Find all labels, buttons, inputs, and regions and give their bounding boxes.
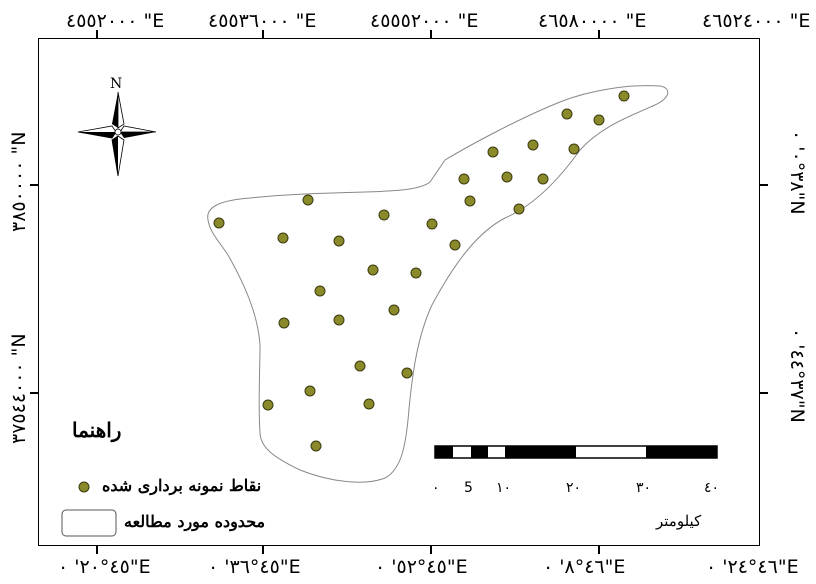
tick [30,184,38,186]
top-coord-3: ٤٥٥٥٢٠٠٠ "E [370,10,479,32]
bottom-coord-3: ٤٥°٥٢' ٠"E [375,556,468,578]
sample-point [354,360,366,372]
top-coord-4: ٤٦٥٨٠٠٠٠ "E [538,10,647,32]
tick [430,546,432,554]
sample-point [561,108,573,120]
sample-point [302,194,314,206]
legend-points-label: نقاط نمونه برداری شده [102,476,262,495]
sample-point [363,398,375,410]
bottom-coord-1: ٤٥°٢٠' ٠"E [58,556,151,578]
scale-label-30: ٣٠ [636,480,652,496]
tick [598,546,600,554]
scale-label-5: 5 [464,480,473,496]
sample-point [401,367,413,379]
sample-points-layer [213,90,630,452]
sample-point [449,239,461,251]
tick [760,184,768,186]
tick [96,30,98,38]
legend-title: راهنما [72,418,122,442]
sample-point [568,143,580,155]
tick [30,392,38,394]
scale-label-10: ١٠ [496,480,512,496]
sample-point [593,114,605,126]
top-coord-2: ٤٥٥٣٦٠٠٠ "E [208,10,317,32]
sample-point [333,314,345,326]
scale-unit: كيلومتر [656,512,702,530]
sample-point [464,195,476,207]
sample-point [618,90,630,102]
sample-point [537,173,549,185]
top-coord-5: ٤٦٥٢٤٠٠٠ "E [702,10,811,32]
scale-bar [434,445,718,459]
sample-point [213,217,225,229]
tick [760,392,768,394]
legend-area-icon [61,509,117,537]
scale-label-20: ٢٠ [566,480,582,496]
sample-point [501,171,513,183]
tick [262,30,264,38]
sample-point [487,146,499,158]
legend-area-label: محدوده مورد مطالعه [124,512,266,531]
tick [96,546,98,554]
bottom-coord-2: ٤٥°٣٦' ٠"E [208,556,301,578]
sample-point [314,285,326,297]
tick [598,30,600,38]
tick [262,546,264,554]
sample-point [426,218,438,230]
study-area-boundary [207,85,669,483]
bottom-coord-4: ٤٦°٨' ٠"E [543,556,626,578]
sample-point [388,304,400,316]
scale-label-0: ٠ [432,480,440,496]
sample-point [367,264,379,276]
sample-point [458,173,470,185]
top-coord-1: ٤٥٥٢٠٠٠ "E [66,10,165,32]
sample-point [262,399,274,411]
scale-label-40: ٤٠ [704,480,720,496]
sample-point [378,209,390,221]
sample-point [278,317,290,329]
map-frame [38,38,760,546]
sample-point [527,139,539,151]
sample-point [333,235,345,247]
sample-point [513,203,525,215]
north-label: N [110,76,123,92]
sample-point [310,440,322,452]
bottom-coord-5: ٤٦°٢٤' ٠"E [706,556,799,578]
sample-point [277,232,289,244]
tick [430,30,432,38]
sample-point [304,385,316,397]
legend-point-icon [78,481,90,493]
north-arrow-icon [77,91,157,177]
sample-point [410,267,422,279]
